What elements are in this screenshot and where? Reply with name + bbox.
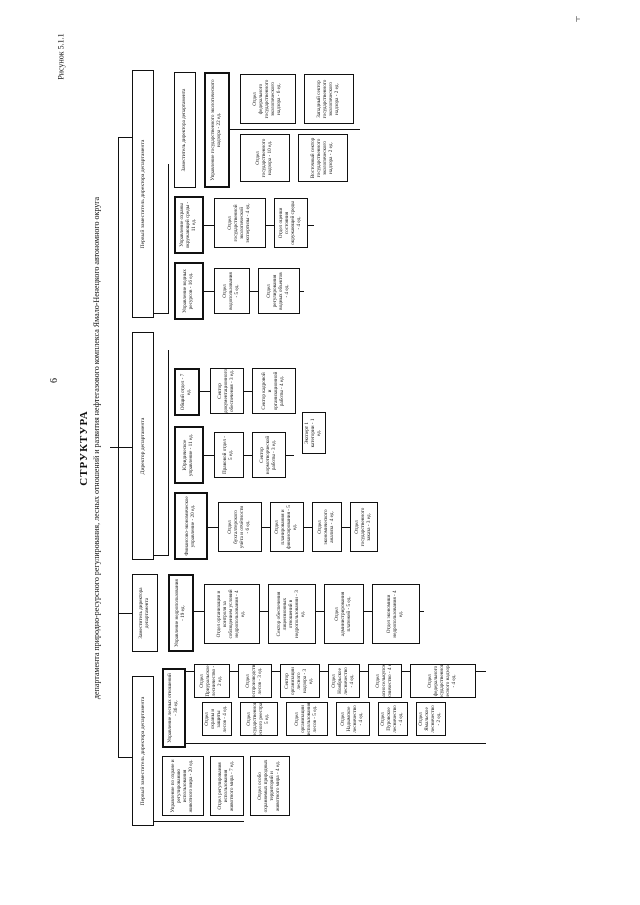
forestry-head: Управление лесных отношений - 36 ед. xyxy=(162,668,186,748)
forestry-leaf: Отдел Ноябрьское лесничество - 4 ед. xyxy=(328,664,360,698)
forestry-leaf: Сектор организации лесного надзора - 3 е… xyxy=(280,664,320,698)
connector xyxy=(118,136,132,138)
subsoil-unit: Отдел организации и контроля за соблюден… xyxy=(204,584,260,644)
legal-head: Юридическое управление - 11 ед. xyxy=(174,426,204,484)
forestry-leaf: Отдел Ямальское лесничество - 2 ед. xyxy=(416,702,446,736)
forestry-leaf: Отдел государственного лесного реестра -… xyxy=(240,702,278,736)
finance-unit: Отдел государственного заказа - 3 ед. xyxy=(350,502,378,552)
subsoil-unit: Отдел экономики недропользования - 4 ед. xyxy=(372,584,420,644)
connector xyxy=(168,350,170,556)
finance-unit: Отдел экономического анализа - 4 ед. xyxy=(312,502,342,552)
subsoil-unit: Сектор обеспечения лицензионных отношени… xyxy=(268,584,316,644)
director: Директор департамента xyxy=(132,332,154,560)
connector xyxy=(230,128,360,130)
deputy-director-ecology: Заместитель директора департамента xyxy=(174,72,196,188)
subsoil-unit: Отдел администрирования платежей - 5 ед. xyxy=(324,584,364,644)
connector xyxy=(118,612,132,614)
expert-box: Эксперт 1 категории - 1 ед. xyxy=(302,412,326,454)
figure-label: Рисунок 5.1.1 xyxy=(56,33,66,80)
finance-unit: Отдел бухгалтерского учёта и отчётности … xyxy=(218,502,262,552)
forestry-leaf: Отдел Красноселькупское лесничество - 4 … xyxy=(368,664,402,698)
first-deputy-director-left: Первый заместитель директора департамент… xyxy=(132,676,154,826)
general-unit: Сектор кадровой и организационной работы… xyxy=(252,368,296,414)
forestry-leaf: Отдел Надымское лесничество - 4 ед. xyxy=(336,702,370,736)
chart-title: СТРУКТУРА xyxy=(78,410,90,486)
connector xyxy=(154,820,244,822)
subsoil-head: Управление недропользования - 19 ед. xyxy=(168,574,194,652)
general-head: Общий отдел - 7 ед. xyxy=(174,368,200,416)
dept-protected-areas: Отдел особо охраняемых природных террито… xyxy=(250,756,290,816)
dept-fauna-regulation: Отдел регулирования использования животн… xyxy=(210,756,244,816)
deputy-director-subsoil: Заместитель директора департамента xyxy=(132,574,158,652)
legal-unit: Правовой отдел - 5 ед. xyxy=(214,432,244,478)
forestry-leaf: Отдел охраны и защиты лесов - 4 ед. xyxy=(202,702,232,736)
dept-fauna: Управление по охране и регулированию исп… xyxy=(162,756,204,816)
connector xyxy=(168,164,170,314)
ecology-unit: Отдел оценки состояния окружающей среды … xyxy=(274,198,308,248)
eco-supervision-unit: Восточный сектор государственного эколог… xyxy=(298,134,348,182)
corner-mark: ㅜ xyxy=(574,15,583,23)
water-head: Управление водных ресурсов - 16 ед. xyxy=(174,262,204,320)
connector xyxy=(186,742,486,744)
water-unit: Отдел регулирования водных объектов - 4 … xyxy=(258,268,300,314)
water-unit: Отдел водопользования - 5 ед. xyxy=(214,268,250,314)
connector xyxy=(154,554,168,556)
eco-supervision-unit: Отдел государственного надзора - 10 ед. xyxy=(240,134,290,182)
page-number: 6 xyxy=(49,378,60,383)
connector xyxy=(154,312,168,314)
forestry-leaf: Отдел федерального государственного лесн… xyxy=(410,664,476,698)
ecology-unit: Отдел государственной экологической эксп… xyxy=(214,198,266,248)
forestry-leaf: Отдел воспроизводства лесов - 3 ед. xyxy=(238,664,272,698)
forestry-leaf: Отдел организации использования лесов - … xyxy=(286,702,328,736)
legal-unit: Сектор нормотворческой работы - 3 ед. xyxy=(252,432,286,478)
org-chart: СТРУКТУРА департамента природно-ресурсно… xyxy=(78,68,556,828)
connector xyxy=(110,446,132,448)
forestry-leaf: Отдел Пуровское лесничество - 4 ед. xyxy=(378,702,408,736)
eco-supervision-unit: Отдел федерального государственного экол… xyxy=(240,74,296,124)
eco-supervision-unit: Западный сектор государственного экологи… xyxy=(304,74,354,124)
chart-subtitle: департамента природно-ресурсного регулир… xyxy=(92,196,101,700)
finance-head: Финансово-экономическое управление - 20 … xyxy=(174,492,208,560)
finance-unit: Отдел планирования и финансирования - 5 … xyxy=(270,502,304,552)
connector xyxy=(118,138,120,758)
forestry-leaf: Отдел Приуральское лесничество - 2 ед. xyxy=(194,664,230,698)
eco-supervision-head: Управление государственного экологическо… xyxy=(204,72,230,188)
connector xyxy=(118,756,132,758)
ecology-head: Управление охраны окружающей среды - 11 … xyxy=(174,196,204,254)
general-unit: Сектор документационного обеспечения - 3… xyxy=(210,368,244,414)
first-deputy-director-right: Первый заместитель директора департамент… xyxy=(132,70,154,318)
